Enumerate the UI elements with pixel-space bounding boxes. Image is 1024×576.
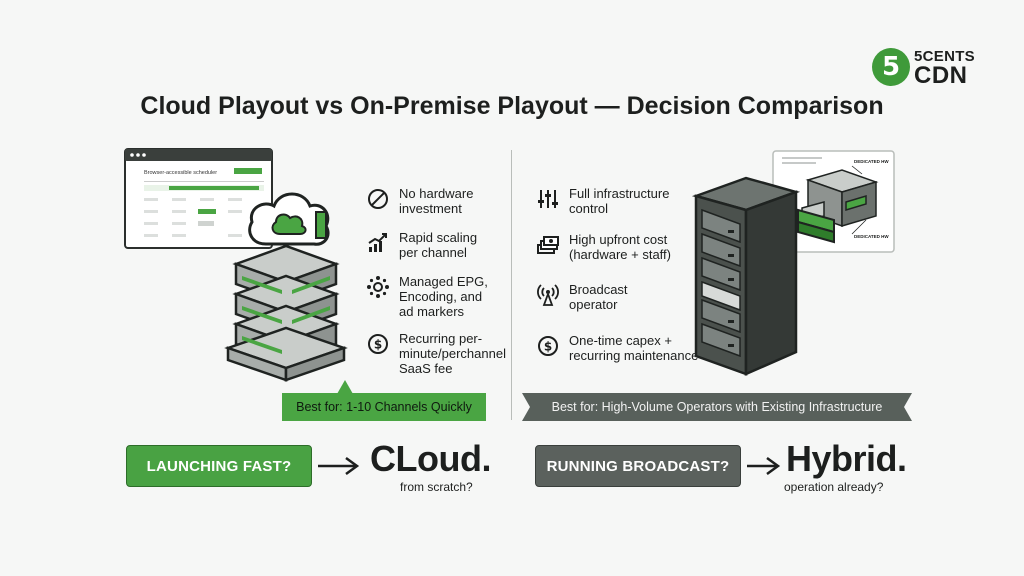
scheduler-window-illustration: Browser-accessible scheduler xyxy=(124,148,273,249)
svg-text:$: $ xyxy=(374,338,382,352)
page-title: Cloud Playout vs On-Premise Playout — De… xyxy=(140,92,884,120)
scaling-chart-icon xyxy=(368,233,387,252)
feature-text: Broadcast operator xyxy=(569,282,628,312)
arrow-right-icon xyxy=(747,456,781,476)
cloud-feature-no-hardware: No hardware investment xyxy=(366,186,473,216)
best-for-onprem-banner: Best for: High-Volume Operators with Exi… xyxy=(532,393,902,421)
column-divider xyxy=(511,150,512,420)
dollar-icon: $ xyxy=(538,336,558,356)
svg-text:$: $ xyxy=(544,340,552,354)
onprem-feature-upfront-cost: High upfront cost (hardware + staff) xyxy=(536,232,671,262)
onprem-feature-capex: $ One-time capex + recurring maintenance xyxy=(536,333,698,363)
managed-services-icon xyxy=(367,276,389,298)
cloud-answer: CLoud. xyxy=(370,438,491,479)
banner-left-tail xyxy=(522,393,534,421)
onprem-feature-broadcast-operator: Broadcast operator xyxy=(536,282,628,312)
onprem-feature-full-control: Full infrastructure control xyxy=(536,186,669,216)
brand-logo: 5 5CENTS CDN xyxy=(868,44,988,90)
feature-text: High upfront cost (hardware + staff) xyxy=(569,232,672,262)
feature-text: One-time capex + recurring maintenance xyxy=(569,333,699,363)
feature-text: Recurring per- minute/perchannel SaaS fe… xyxy=(399,331,506,376)
hybrid-answer: Hybrid. xyxy=(786,438,907,479)
best-for-cloud-pointer xyxy=(337,380,353,394)
banner-right-tail xyxy=(900,393,912,421)
running-broadcast-pill: RUNNING BROADCAST? xyxy=(535,445,741,487)
cloud-server-stack-illustration xyxy=(224,192,348,382)
logo-mark: 5 xyxy=(872,48,910,86)
hybrid-answer-sub: operation already? xyxy=(784,480,884,494)
hw-label-top: DEDICATED HW xyxy=(854,159,889,164)
launching-fast-pill: LAUNCHING FAST? xyxy=(126,445,312,487)
dollar-icon: $ xyxy=(368,334,388,354)
control-sliders-icon xyxy=(538,190,558,208)
cloud-answer-sub: from scratch? xyxy=(400,480,473,494)
logo-text-top: 5CENTS xyxy=(914,48,975,65)
arrow-right-icon xyxy=(318,456,360,476)
scheduler-title: Browser-accessible scheduler xyxy=(144,170,217,176)
server-rack-illustration xyxy=(691,176,835,376)
hw-label-bottom: DEDICATED HW xyxy=(854,234,889,239)
logo-text-bottom: CDN xyxy=(914,62,968,89)
cloud-feature-recurring-fee: $ Recurring per- minute/perchannel SaaS … xyxy=(366,331,506,376)
feature-text: Rapid scaling per channel xyxy=(399,230,478,260)
cash-stack-icon xyxy=(537,236,559,254)
feature-text: No hardware investment xyxy=(399,186,474,216)
best-for-cloud-banner: Best for: 1-10 Channels Quickly xyxy=(282,393,486,421)
broadcast-tower-icon xyxy=(537,284,559,306)
no-hardware-icon xyxy=(368,189,388,209)
cloud-feature-managed-services: Managed EPG, Encoding, and ad markers xyxy=(366,274,488,319)
cloud-feature-rapid-scaling: Rapid scaling per channel xyxy=(366,230,477,260)
feature-text: Managed EPG, Encoding, and ad markers xyxy=(399,274,488,319)
feature-text: Full infrastructure control xyxy=(569,186,670,216)
